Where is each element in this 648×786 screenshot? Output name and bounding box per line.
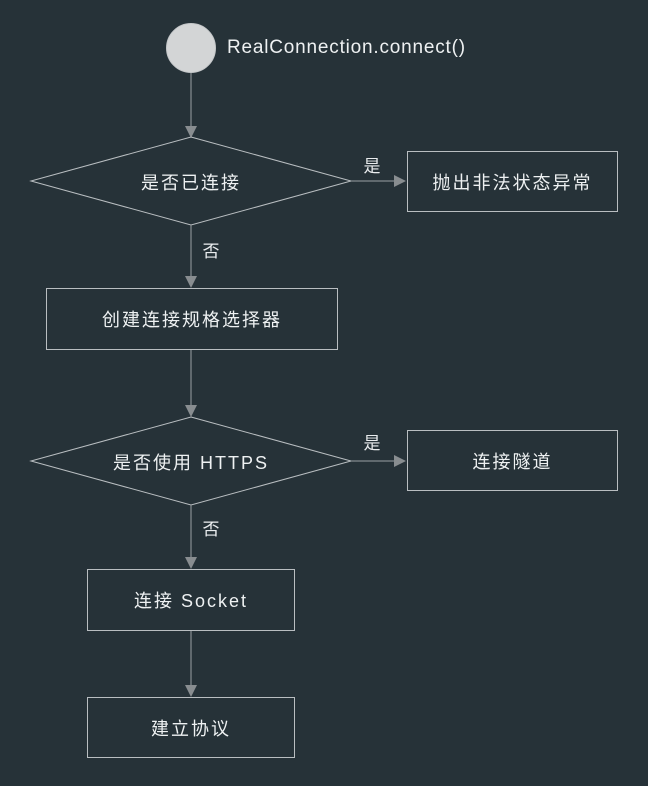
decision-https-label: 是否使用 HTTPS xyxy=(112,453,269,473)
arrowhead-right-icon xyxy=(394,175,406,187)
edge-label-no-2: 否 xyxy=(202,520,220,539)
edge-label-yes-1: 是 xyxy=(363,157,381,176)
connect-tunnel-box: 连接隧道 xyxy=(407,430,618,491)
flow-title: RealConnection.connect() xyxy=(227,37,466,58)
establish-protocol-label: 建立协议 xyxy=(151,718,231,739)
arrowhead-down-icon xyxy=(185,126,197,138)
arrowhead-down-icon xyxy=(185,276,197,288)
throw-exception-label: 抛出非法状态异常 xyxy=(432,172,593,193)
create-selector-box: 创建连接规格选择器 xyxy=(46,288,338,350)
arrowhead-down-icon xyxy=(185,557,197,569)
arrowhead-right-icon xyxy=(394,455,406,467)
start-node-circle xyxy=(166,23,216,73)
connect-socket-box: 连接 Socket xyxy=(87,569,295,631)
connect-socket-label: 连接 Socket xyxy=(133,591,249,611)
arrowhead-down-icon xyxy=(185,405,197,417)
edge-label-yes-2: 是 xyxy=(363,434,381,453)
establish-protocol-box: 建立协议 xyxy=(87,697,295,758)
create-selector-label: 创建连接规格选择器 xyxy=(102,310,282,330)
edge-label-no-1: 否 xyxy=(202,242,220,261)
connect-tunnel-label: 连接隧道 xyxy=(472,451,553,472)
decision-connected-label: 是否已连接 xyxy=(141,173,241,193)
arrowhead-down-icon xyxy=(185,685,197,697)
throw-exception-box: 抛出非法状态异常 xyxy=(407,151,618,212)
